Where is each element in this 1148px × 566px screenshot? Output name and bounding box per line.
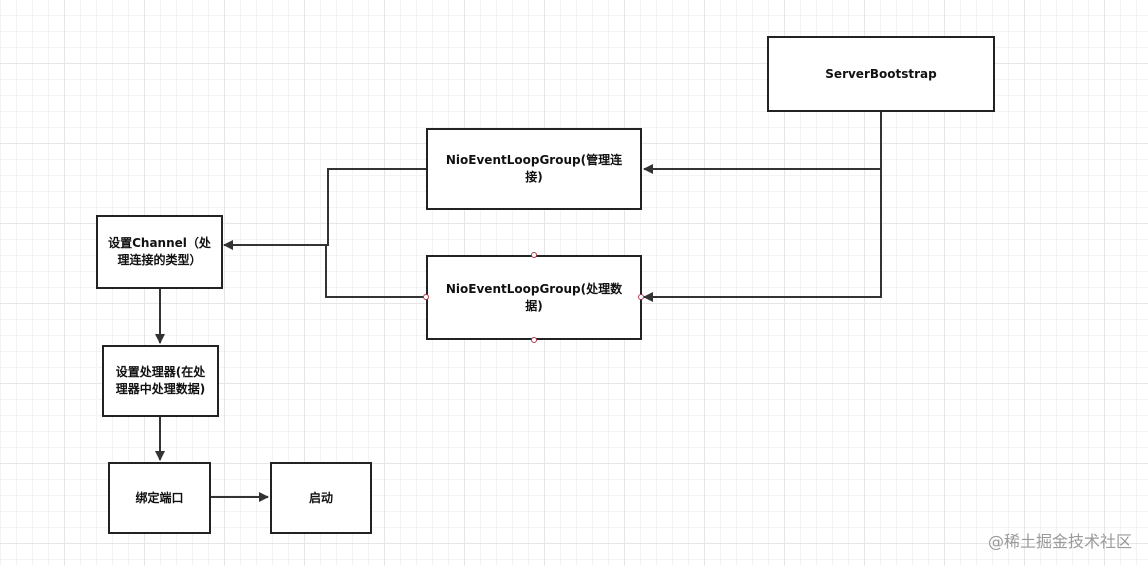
boss-group-box[interactable]: NioEventLoopGroup(管理连接) [426,128,642,210]
bind-port-box[interactable]: 绑定端口 [108,462,211,534]
set-handler-label: 设置处理器(在处理器中处理数据) [115,365,206,396]
server-bootstrap-label: ServerBootstrap [825,66,937,81]
edge-boss-group-to-channel [223,168,427,250]
worker-group-box[interactable]: NioEventLoopGroup(处理数据) [426,255,642,340]
watermark-text: @稀土掘金技术社区 [987,532,1132,551]
worker-group-right-handle[interactable] [638,294,644,300]
start-box[interactable]: 启动 [270,462,372,534]
bind-port-label: 绑定端口 [135,490,184,505]
worker-group-top-handle[interactable] [531,252,537,258]
edge-bootstrap-to-boss-group [643,112,882,174]
edge-worker-group-to-channel [325,245,427,298]
start-label: 启动 [308,490,333,505]
set-channel-label: 设置Channel（处理连接的类型） [108,236,211,267]
worker-group-left-handle[interactable] [423,294,429,300]
set-channel-box[interactable]: 设置Channel（处理连接的类型） [96,215,223,289]
worker-group-label: NioEventLoopGroup(处理数据) [445,281,623,313]
worker-group-bottom-handle[interactable] [531,337,537,343]
edge-bootstrap-to-worker-group [643,169,882,302]
boss-group-label: NioEventLoopGroup(管理连接) [445,153,623,184]
server-bootstrap-box[interactable]: ServerBootstrap [767,36,995,112]
set-handler-box[interactable]: 设置处理器(在处理器中处理数据) [102,345,219,417]
